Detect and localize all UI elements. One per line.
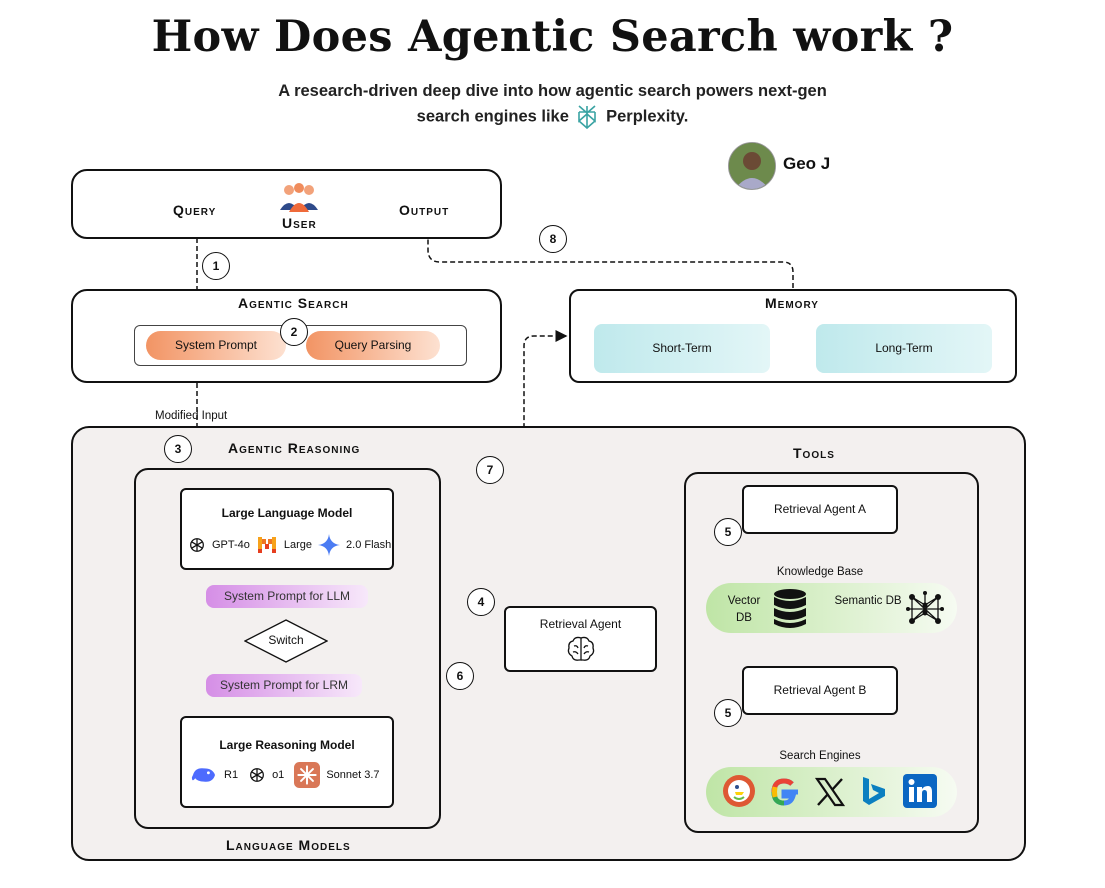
llm-card bbox=[180, 488, 394, 570]
semantic-db-label: Semantic DB bbox=[834, 595, 902, 607]
modified-input-label: Modified Input bbox=[155, 410, 228, 422]
person-icon bbox=[729, 143, 775, 189]
user-label: User bbox=[282, 215, 317, 231]
perplexity-logo-icon bbox=[577, 105, 596, 130]
arrow-memory-to-output bbox=[422, 224, 794, 288]
vector-db-label: Vector DB bbox=[727, 595, 761, 624]
llm-model-large: Large bbox=[283, 539, 313, 551]
database-icon bbox=[774, 589, 806, 628]
switch-label: Switch bbox=[268, 633, 304, 647]
page-subtitle: A research-driven deep dive into how age… bbox=[0, 79, 1105, 130]
step-8-badge: 8 bbox=[539, 225, 567, 253]
lrm-title: Large Reasoning Model bbox=[219, 738, 355, 752]
step-7-badge: 7 bbox=[476, 456, 504, 484]
agentic-search-title: Agentic Search bbox=[238, 295, 349, 311]
query-label: Query bbox=[173, 202, 217, 218]
subtitle-line-2: search engines like Perplexity. bbox=[0, 104, 1105, 130]
duckduckgo-icon bbox=[723, 775, 755, 807]
step-1-badge: 1 bbox=[202, 252, 230, 280]
lrm-model-o1: o1 bbox=[272, 769, 285, 781]
lrm-model-r1: R1 bbox=[224, 769, 239, 781]
author-avatar bbox=[728, 142, 776, 190]
openai-icon bbox=[190, 538, 204, 552]
llm-title: Large Language Model bbox=[221, 506, 353, 520]
step-6-badge: 6 bbox=[446, 662, 474, 690]
subtitle-perplexity: Perplexity. bbox=[606, 107, 689, 126]
llm-model-gpt4o: GPT-4o bbox=[212, 539, 250, 551]
step-4-badge: 4 bbox=[467, 588, 495, 616]
agentic-reasoning-title: Agentic Reasoning bbox=[228, 440, 361, 456]
knowledge-base-strip bbox=[706, 583, 957, 633]
claude-icon bbox=[294, 762, 321, 788]
tools-title: Tools bbox=[793, 445, 835, 461]
gemini-icon bbox=[318, 534, 341, 556]
openai-icon bbox=[250, 768, 264, 782]
system-prompt-llm-pill: System Prompt for LLM bbox=[206, 585, 368, 608]
author-name: Geo J bbox=[783, 154, 831, 173]
step-5b-badge: 5 bbox=[714, 699, 742, 727]
switch-diamond-icon bbox=[244, 619, 328, 663]
lrm-card bbox=[180, 716, 394, 808]
memory-title: Memory bbox=[765, 295, 819, 311]
short-term-memory: Short-Term bbox=[594, 324, 770, 373]
llm-model-row: GPT-4o Large 2.0 Flash bbox=[188, 534, 391, 556]
knowledge-base-label: Knowledge Base bbox=[776, 566, 864, 578]
bing-icon bbox=[863, 777, 885, 805]
long-term-memory: Long-Term bbox=[816, 324, 992, 373]
llm-model-flash: 2.0 Flash bbox=[346, 539, 392, 551]
retrieval-agent-label: Retrieval Agent bbox=[539, 617, 622, 631]
brain-icon bbox=[567, 636, 595, 661]
subtitle-line-2-start: search engines like bbox=[416, 107, 569, 126]
output-label: Output bbox=[399, 202, 450, 218]
linkedin-icon bbox=[903, 774, 937, 808]
retrieval-agent-a-label: Retrieval Agent A bbox=[773, 502, 867, 516]
search-engines-label: Search Engines bbox=[779, 750, 861, 762]
system-prompt-pill: System Prompt bbox=[146, 331, 286, 360]
mistral-icon bbox=[257, 537, 276, 553]
lrm-model-row: R1 o1 Sonnet 3.7 bbox=[190, 762, 380, 788]
system-prompt-lrm-pill: System Prompt for LRM bbox=[206, 674, 362, 697]
retrieval-agent-a-card bbox=[742, 485, 898, 534]
step-5a-badge: 5 bbox=[714, 518, 742, 546]
deepseek-icon bbox=[191, 768, 215, 782]
page-title: How Does Agentic Search work ? bbox=[151, 12, 954, 62]
retrieval-agent-b-card bbox=[742, 666, 898, 715]
network-graph-icon bbox=[906, 591, 944, 624]
retrieval-agent-b-label: Retrieval Agent B bbox=[773, 683, 867, 697]
users-group-icon bbox=[280, 183, 318, 212]
language-models-title: Language Models bbox=[226, 837, 351, 853]
lrm-model-sonnet: Sonnet 3.7 bbox=[326, 769, 380, 781]
subtitle-line-1: A research-driven deep dive into how age… bbox=[278, 82, 827, 100]
query-parsing-pill: Query Parsing bbox=[306, 331, 440, 360]
x-twitter-icon bbox=[815, 777, 845, 807]
step-3-badge: 3 bbox=[164, 435, 192, 463]
google-icon bbox=[771, 778, 798, 806]
step-2-badge: 2 bbox=[280, 318, 308, 346]
